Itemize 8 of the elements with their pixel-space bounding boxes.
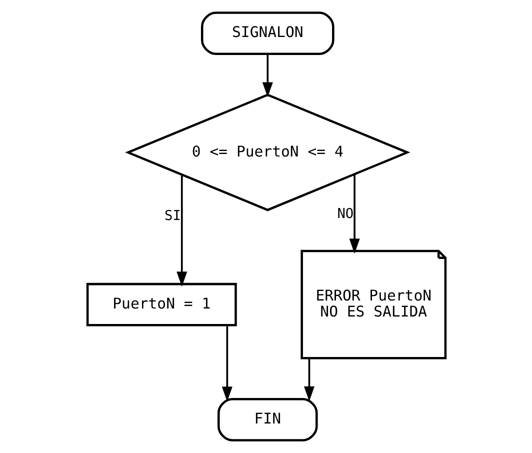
arrow xyxy=(262,54,272,98)
arrow xyxy=(221,325,232,402)
arrow xyxy=(348,174,360,254)
arrow xyxy=(303,358,314,402)
arrow xyxy=(176,174,187,287)
node-box: FIN xyxy=(217,398,318,442)
node-box: PuertoN = 1 xyxy=(86,282,236,326)
node-box: SIGNALON xyxy=(200,12,334,55)
